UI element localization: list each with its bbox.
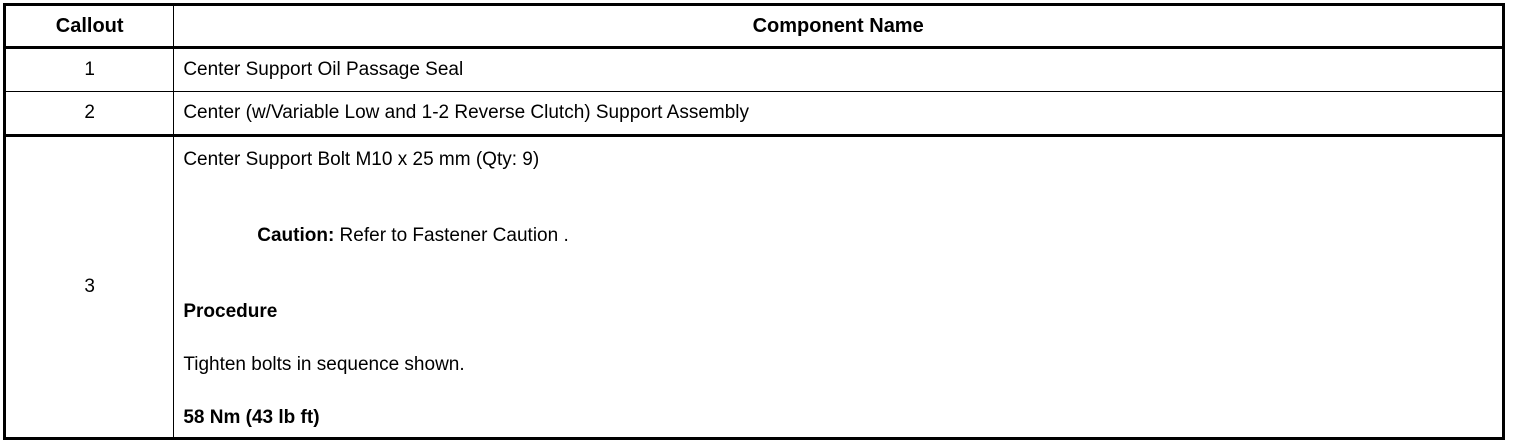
caution-paragraph: Caution: Refer to Fastener Caution . <box>183 201 1502 270</box>
table-row: 3 Center Support Bolt M10 x 25 mm (Qty: … <box>4 135 1504 439</box>
cell-callout-number: 1 <box>4 47 174 92</box>
document-page: Callout Component Name 1 Center Support … <box>3 3 1505 440</box>
torque-specification: 58 Nm (43 lb ft) <box>183 407 320 428</box>
table-header: Callout Component Name <box>4 4 1504 49</box>
caution-label: Caution: <box>257 225 335 246</box>
procedure-heading: Procedure <box>183 301 278 322</box>
callout-component-table: Callout Component Name 1 Center Support … <box>3 3 1505 440</box>
part-description-text: Center Support Bolt M10 x 25 mm (Qty: 9) <box>183 149 540 170</box>
caution-reference-link[interactable]: Refer to Fastener Caution . <box>334 225 569 246</box>
table-header-row: Callout Component Name <box>4 4 1504 49</box>
table-row: 1 Center Support Oil Passage Seal <box>4 47 1504 92</box>
table-body: 1 Center Support Oil Passage Seal 2 Cent… <box>4 47 1504 439</box>
cell-callout-number: 3 <box>4 135 174 439</box>
detail-paragraph-list: Center Support Bolt M10 x 25 mm (Qty: 9)… <box>183 148 1502 429</box>
column-header-callout: Callout <box>4 4 174 49</box>
cell-component-name: Center (w/Variable Low and 1-2 Reverse C… <box>173 91 1504 137</box>
cell-component-details: Center Support Bolt M10 x 25 mm (Qty: 9)… <box>173 135 1504 439</box>
procedure-step-text: Tighten bolts in sequence shown. <box>183 354 465 375</box>
table-row: 2 Center (w/Variable Low and 1-2 Reverse… <box>4 91 1504 137</box>
cell-component-name: Center Support Oil Passage Seal <box>173 47 1504 92</box>
cell-callout-number: 2 <box>4 91 174 137</box>
column-header-component-name: Component Name <box>173 4 1504 49</box>
